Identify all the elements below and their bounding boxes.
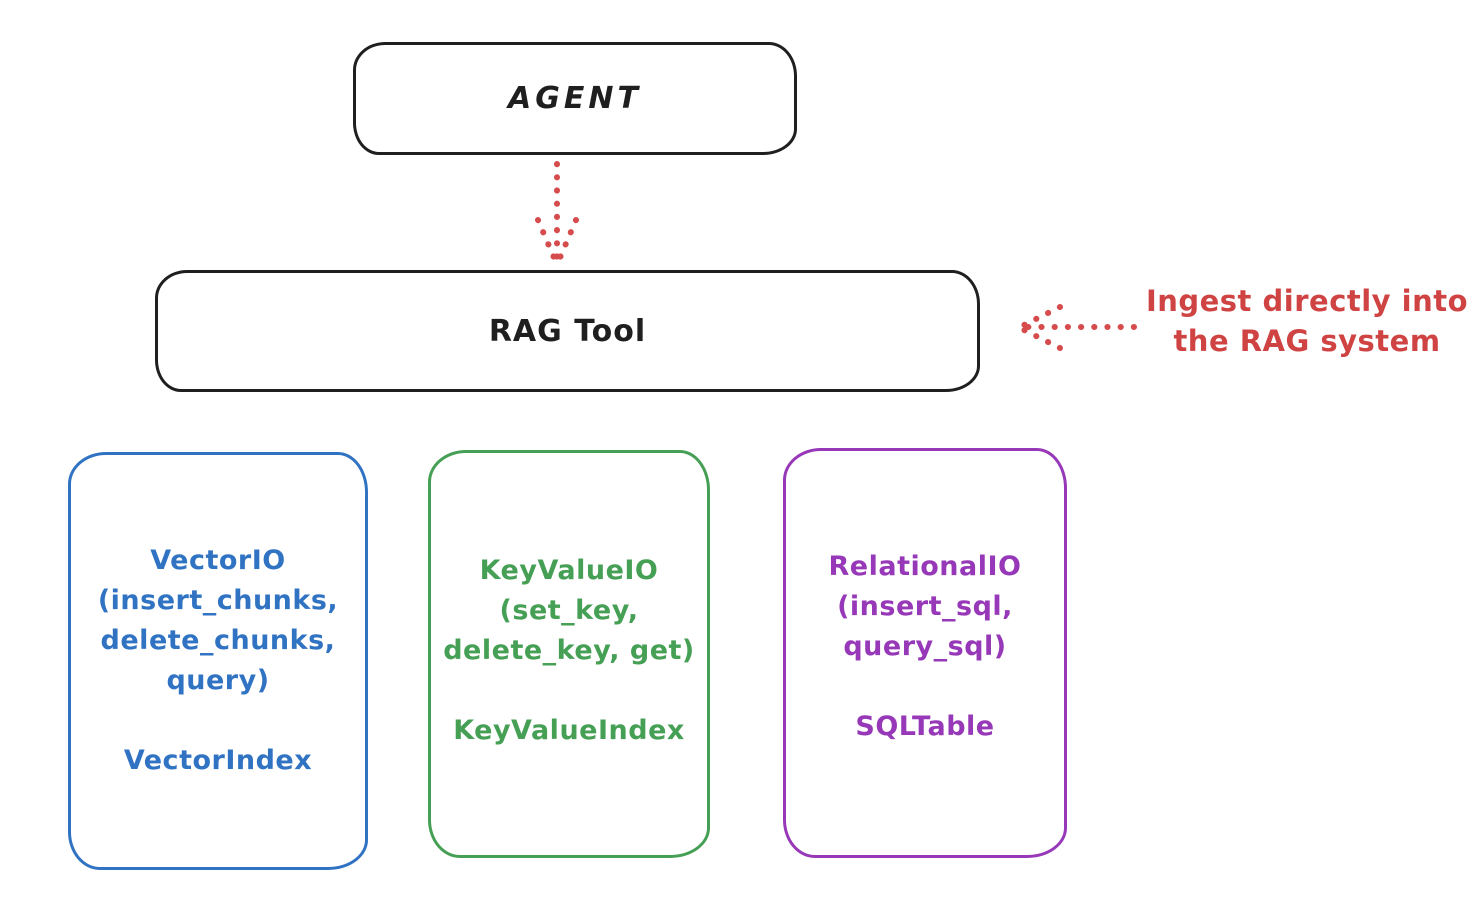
ingest-dotted-arrow [1019,304,1137,351]
vector-io-line: (insert_chunks, [97,585,339,616]
keyvalue-io-line: KeyValueIO [479,555,659,586]
agent-to-ragtool-dotted-arrow [535,161,579,263]
ingest-annotation: Ingest directly into the RAG system [1130,281,1484,361]
vector-io-line: delete_chunks, [100,625,336,656]
relational-io-line: (insert_sql, [837,591,1013,622]
vector-io-line: query) [166,665,270,696]
keyvalue-io-box: KeyValueIO (set_key, delete_key, get) Ke… [428,450,710,858]
vector-io-line: VectorIO [150,545,286,576]
sql-table-label: SQLTable [855,711,995,742]
rag-tool-box: RAG Tool [155,270,980,392]
vector-index-label: VectorIndex [123,745,313,776]
keyvalue-io-line: (set_key, [499,595,639,626]
relational-io-box: RelationalIO (insert_sql, query_sql) SQL… [783,448,1067,858]
ingest-annotation-line1: Ingest directly into [1145,284,1469,318]
ingest-annotation-line2: the RAG system [1173,324,1441,358]
agent-label: AGENT [508,81,642,116]
vector-io-box: VectorIO (insert_chunks, delete_chunks, … [68,452,368,870]
relational-io-line: query_sql) [843,631,1007,662]
keyvalue-io-line: delete_key, get) [443,635,695,666]
agent-box: AGENT [353,42,797,155]
relational-io-line: RelationalIO [828,551,1022,582]
rag-tool-label: RAG Tool [488,313,647,349]
keyvalue-index-label: KeyValueIndex [453,715,685,746]
